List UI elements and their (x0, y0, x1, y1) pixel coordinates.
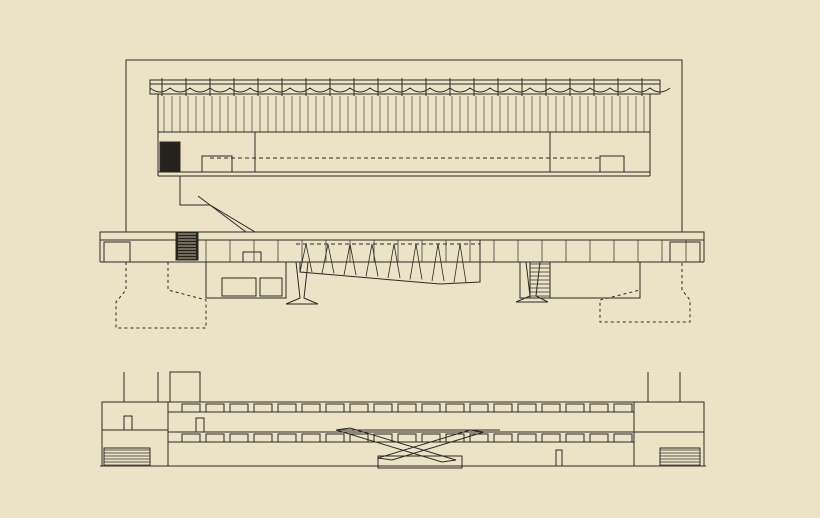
auditorium-floor (299, 240, 481, 285)
auditorium-strut (365, 243, 373, 277)
roof-stack (169, 371, 201, 403)
foundation-left (115, 262, 207, 329)
auditorium-strut (343, 243, 351, 276)
window-mid (613, 433, 633, 443)
window-mid (301, 433, 321, 443)
auditorium-strut (371, 243, 379, 277)
window-top (349, 403, 369, 413)
auditorium-strut (299, 243, 307, 273)
left-stair-box (103, 447, 151, 467)
pier-left (285, 261, 319, 305)
roof-posts (161, 78, 643, 96)
window-mid (589, 433, 609, 443)
upper-section (99, 59, 705, 329)
window-top (493, 403, 513, 413)
window-top (445, 403, 465, 413)
lower-left-window (221, 277, 257, 297)
auditorium-strut (415, 243, 423, 280)
window-top (589, 403, 609, 413)
auditorium-strut (387, 243, 395, 279)
roof-slab (149, 79, 661, 95)
auditorium-strut (431, 243, 439, 282)
auditorium-strut (437, 243, 445, 282)
window-top (397, 403, 417, 413)
roof-wave-line (149, 87, 671, 93)
upper-room-box (201, 155, 233, 173)
window-top (205, 403, 225, 413)
upper-outer-frame (125, 59, 683, 232)
window-mid (277, 433, 297, 443)
window-top (253, 403, 273, 413)
window-mid (181, 433, 201, 443)
left-tower-door (123, 415, 133, 431)
auditorium-strut (321, 243, 329, 274)
left-stair-hatch (104, 449, 150, 466)
left-tower (101, 401, 168, 466)
lower-windows-top (181, 403, 633, 413)
right-tower (634, 401, 705, 466)
deck-stair-hatch (178, 233, 196, 259)
window-top (541, 403, 561, 413)
window-mid (205, 433, 225, 443)
right-stair-box (659, 447, 701, 467)
auditorium-strut (409, 243, 417, 280)
upper-stair-block (159, 141, 181, 173)
window-top (181, 403, 201, 413)
window-mid (229, 433, 249, 443)
window-mid (397, 433, 417, 443)
window-mid (349, 433, 369, 443)
window-top (229, 403, 249, 413)
window-mid (517, 433, 537, 443)
window-mid (325, 433, 345, 443)
window-top (421, 403, 441, 413)
lower-left-window-2 (259, 277, 283, 297)
window-mid (565, 433, 585, 443)
auditorium-strut (305, 243, 313, 273)
auditorium-strut (453, 243, 461, 283)
window-top (565, 403, 585, 413)
window-mid (541, 433, 561, 443)
window-mid (253, 433, 273, 443)
upper-right-box (599, 155, 625, 173)
right-stair-hatch (660, 449, 700, 466)
window-top (277, 403, 297, 413)
auditorium-strut (349, 243, 357, 276)
window-top (301, 403, 321, 413)
deck-bays (205, 240, 687, 262)
lower-door-1 (195, 417, 205, 433)
ramp-diagonal (179, 176, 256, 233)
lower-section (100, 371, 706, 469)
auditorium-strut (327, 243, 335, 274)
deck-right-box (669, 241, 701, 263)
auditorium-struts (299, 243, 467, 283)
window-top (469, 403, 489, 413)
truss-lines (163, 96, 645, 132)
window-top (517, 403, 537, 413)
deck-left-box (103, 241, 131, 263)
auditorium-strut (393, 243, 401, 279)
lower-main-volume (167, 401, 635, 467)
pier-right (515, 261, 549, 303)
window-top (613, 403, 633, 413)
ramp-base (377, 455, 463, 469)
window-mid (373, 433, 393, 443)
ramp-diagonal-inner (197, 195, 247, 233)
lower-door-2 (555, 449, 563, 467)
auditorium-strut (459, 243, 467, 283)
upper-room-small (242, 251, 262, 263)
ramp-crossing-2 (377, 429, 485, 461)
window-mid (493, 433, 513, 443)
window-top (325, 403, 345, 413)
lower-right-stair-hatch (530, 263, 550, 297)
window-top (373, 403, 393, 413)
ramp-crossing-1 (335, 427, 457, 463)
